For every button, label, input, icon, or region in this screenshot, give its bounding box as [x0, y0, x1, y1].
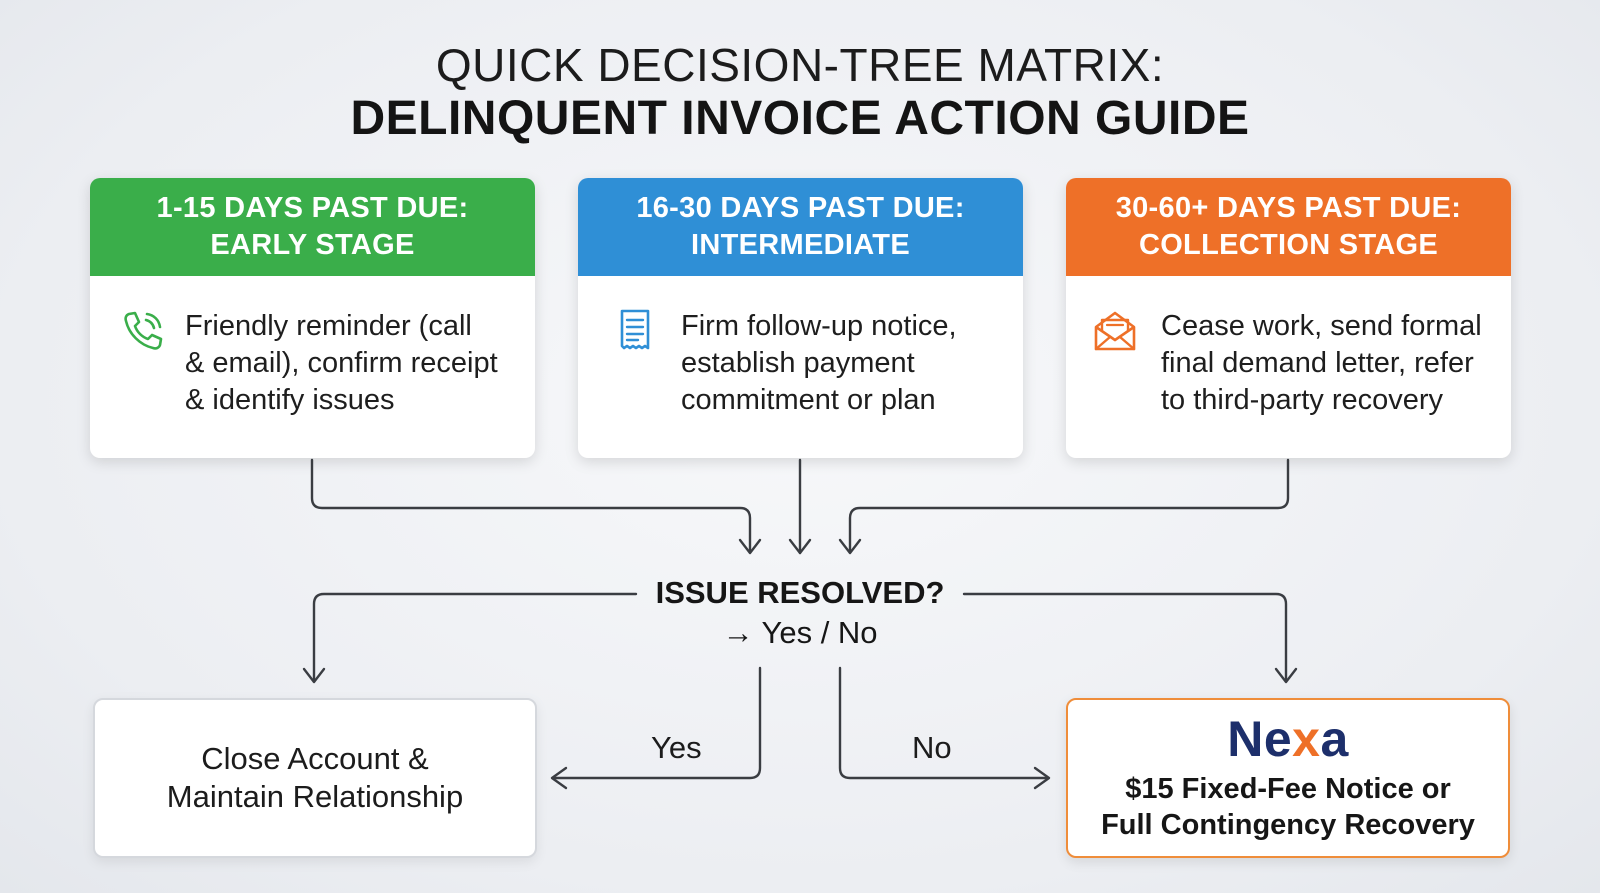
- arrowhead-stage1: [738, 538, 762, 555]
- arrowhead-no: [1033, 766, 1051, 790]
- mail-icon: [1094, 311, 1136, 351]
- stage-action-line: & identify issues: [185, 384, 395, 416]
- stage-action-text: Firm follow-up notice, establish payment…: [681, 308, 1005, 419]
- outcome-line: Close Account &: [201, 741, 429, 776]
- connector-decision-right: [962, 592, 1288, 683]
- connector-decision-left: [312, 592, 638, 683]
- decision-question: ISSUE RESOLVED?: [655, 575, 945, 610]
- outcome-recovery: Nexa $15 Fixed-Fee Notice or Full Contin…: [1066, 698, 1510, 858]
- stage-header-days: 16-30 DAYS PAST DUE:: [636, 192, 965, 224]
- stage-card-intermediate: 16-30 DAYS PAST DUE: INTERMEDIATE Firm f…: [578, 178, 1023, 458]
- branch-label-yes: Yes: [651, 730, 702, 765]
- stage-action-line: & email), confirm receipt: [185, 347, 498, 379]
- outcome-line: $15 Fixed-Fee Notice or: [1125, 773, 1451, 805]
- stage-action-line: Firm follow-up notice,: [681, 310, 957, 342]
- title-line-1: QUICK DECISION-TREE MATRIX:: [435, 39, 1165, 91]
- stage-action-line: Friendly reminder (call: [185, 310, 472, 342]
- stage-card-early: 1-15 DAYS PAST DUE: EARLY STAGE Friendly…: [90, 178, 535, 458]
- document-icon: [620, 309, 650, 350]
- arrowhead-stage2: [788, 538, 812, 555]
- brand-logo: Nexa: [1227, 713, 1349, 765]
- arrowhead-decision-right: [1274, 667, 1298, 684]
- stage-action-line: final demand letter, refer: [1161, 347, 1474, 379]
- stage-card-collection: 30-60+ DAYS PAST DUE: COLLECTION STAGE C…: [1066, 178, 1511, 458]
- stage-header-days: 30-60+ DAYS PAST DUE:: [1115, 192, 1462, 224]
- stage-action-text: Cease work, send formal final demand let…: [1161, 308, 1493, 419]
- brand-logo-part: a: [1320, 711, 1349, 767]
- arrowhead-stage3: [838, 538, 862, 555]
- stage-header-collection: 30-60+ DAYS PAST DUE: COLLECTION STAGE: [1066, 178, 1511, 276]
- stage-action-line: Cease work, send formal: [1161, 310, 1482, 342]
- stage-header-name: EARLY STAGE: [210, 229, 415, 261]
- branch-label-no: No: [912, 730, 952, 765]
- stage-header-early: 1-15 DAYS PAST DUE: EARLY STAGE: [90, 178, 535, 276]
- title-line-2: DELINQUENT INVOICE ACTION GUIDE: [350, 92, 1250, 145]
- brand-logo-x: x: [1292, 711, 1321, 767]
- stage-header-days: 1-15 DAYS PAST DUE:: [156, 192, 469, 224]
- phone-icon: [124, 311, 163, 350]
- outcome-line: Maintain Relationship: [166, 779, 464, 814]
- stage-header-name: COLLECTION STAGE: [1138, 229, 1439, 261]
- connector-no: [838, 666, 1050, 780]
- decision-node: ISSUE RESOLVED? → Yes / No: [620, 573, 980, 653]
- connector-yes: [551, 666, 762, 780]
- stage-action-line: commitment or plan: [681, 384, 936, 416]
- connector-stage1: [310, 458, 752, 554]
- stage-action-line: to third-party recovery: [1161, 384, 1444, 416]
- stage-action-text: Friendly reminder (call & email), confir…: [185, 308, 517, 419]
- decision-options: → Yes / No: [722, 615, 878, 650]
- brand-logo-part: Ne: [1227, 711, 1293, 767]
- outcome-close-account: Close Account & Maintain Relationship: [93, 698, 537, 858]
- arrowhead-decision-left: [302, 667, 326, 684]
- stage-header-intermediate: 16-30 DAYS PAST DUE: INTERMEDIATE: [578, 178, 1023, 276]
- stage-action-line: establish payment: [681, 347, 915, 379]
- arrowhead-yes: [550, 766, 568, 790]
- connector-stage3: [848, 458, 1290, 554]
- outcome-line: Full Contingency Recovery: [1101, 809, 1475, 841]
- stage-header-name: INTERMEDIATE: [691, 229, 910, 261]
